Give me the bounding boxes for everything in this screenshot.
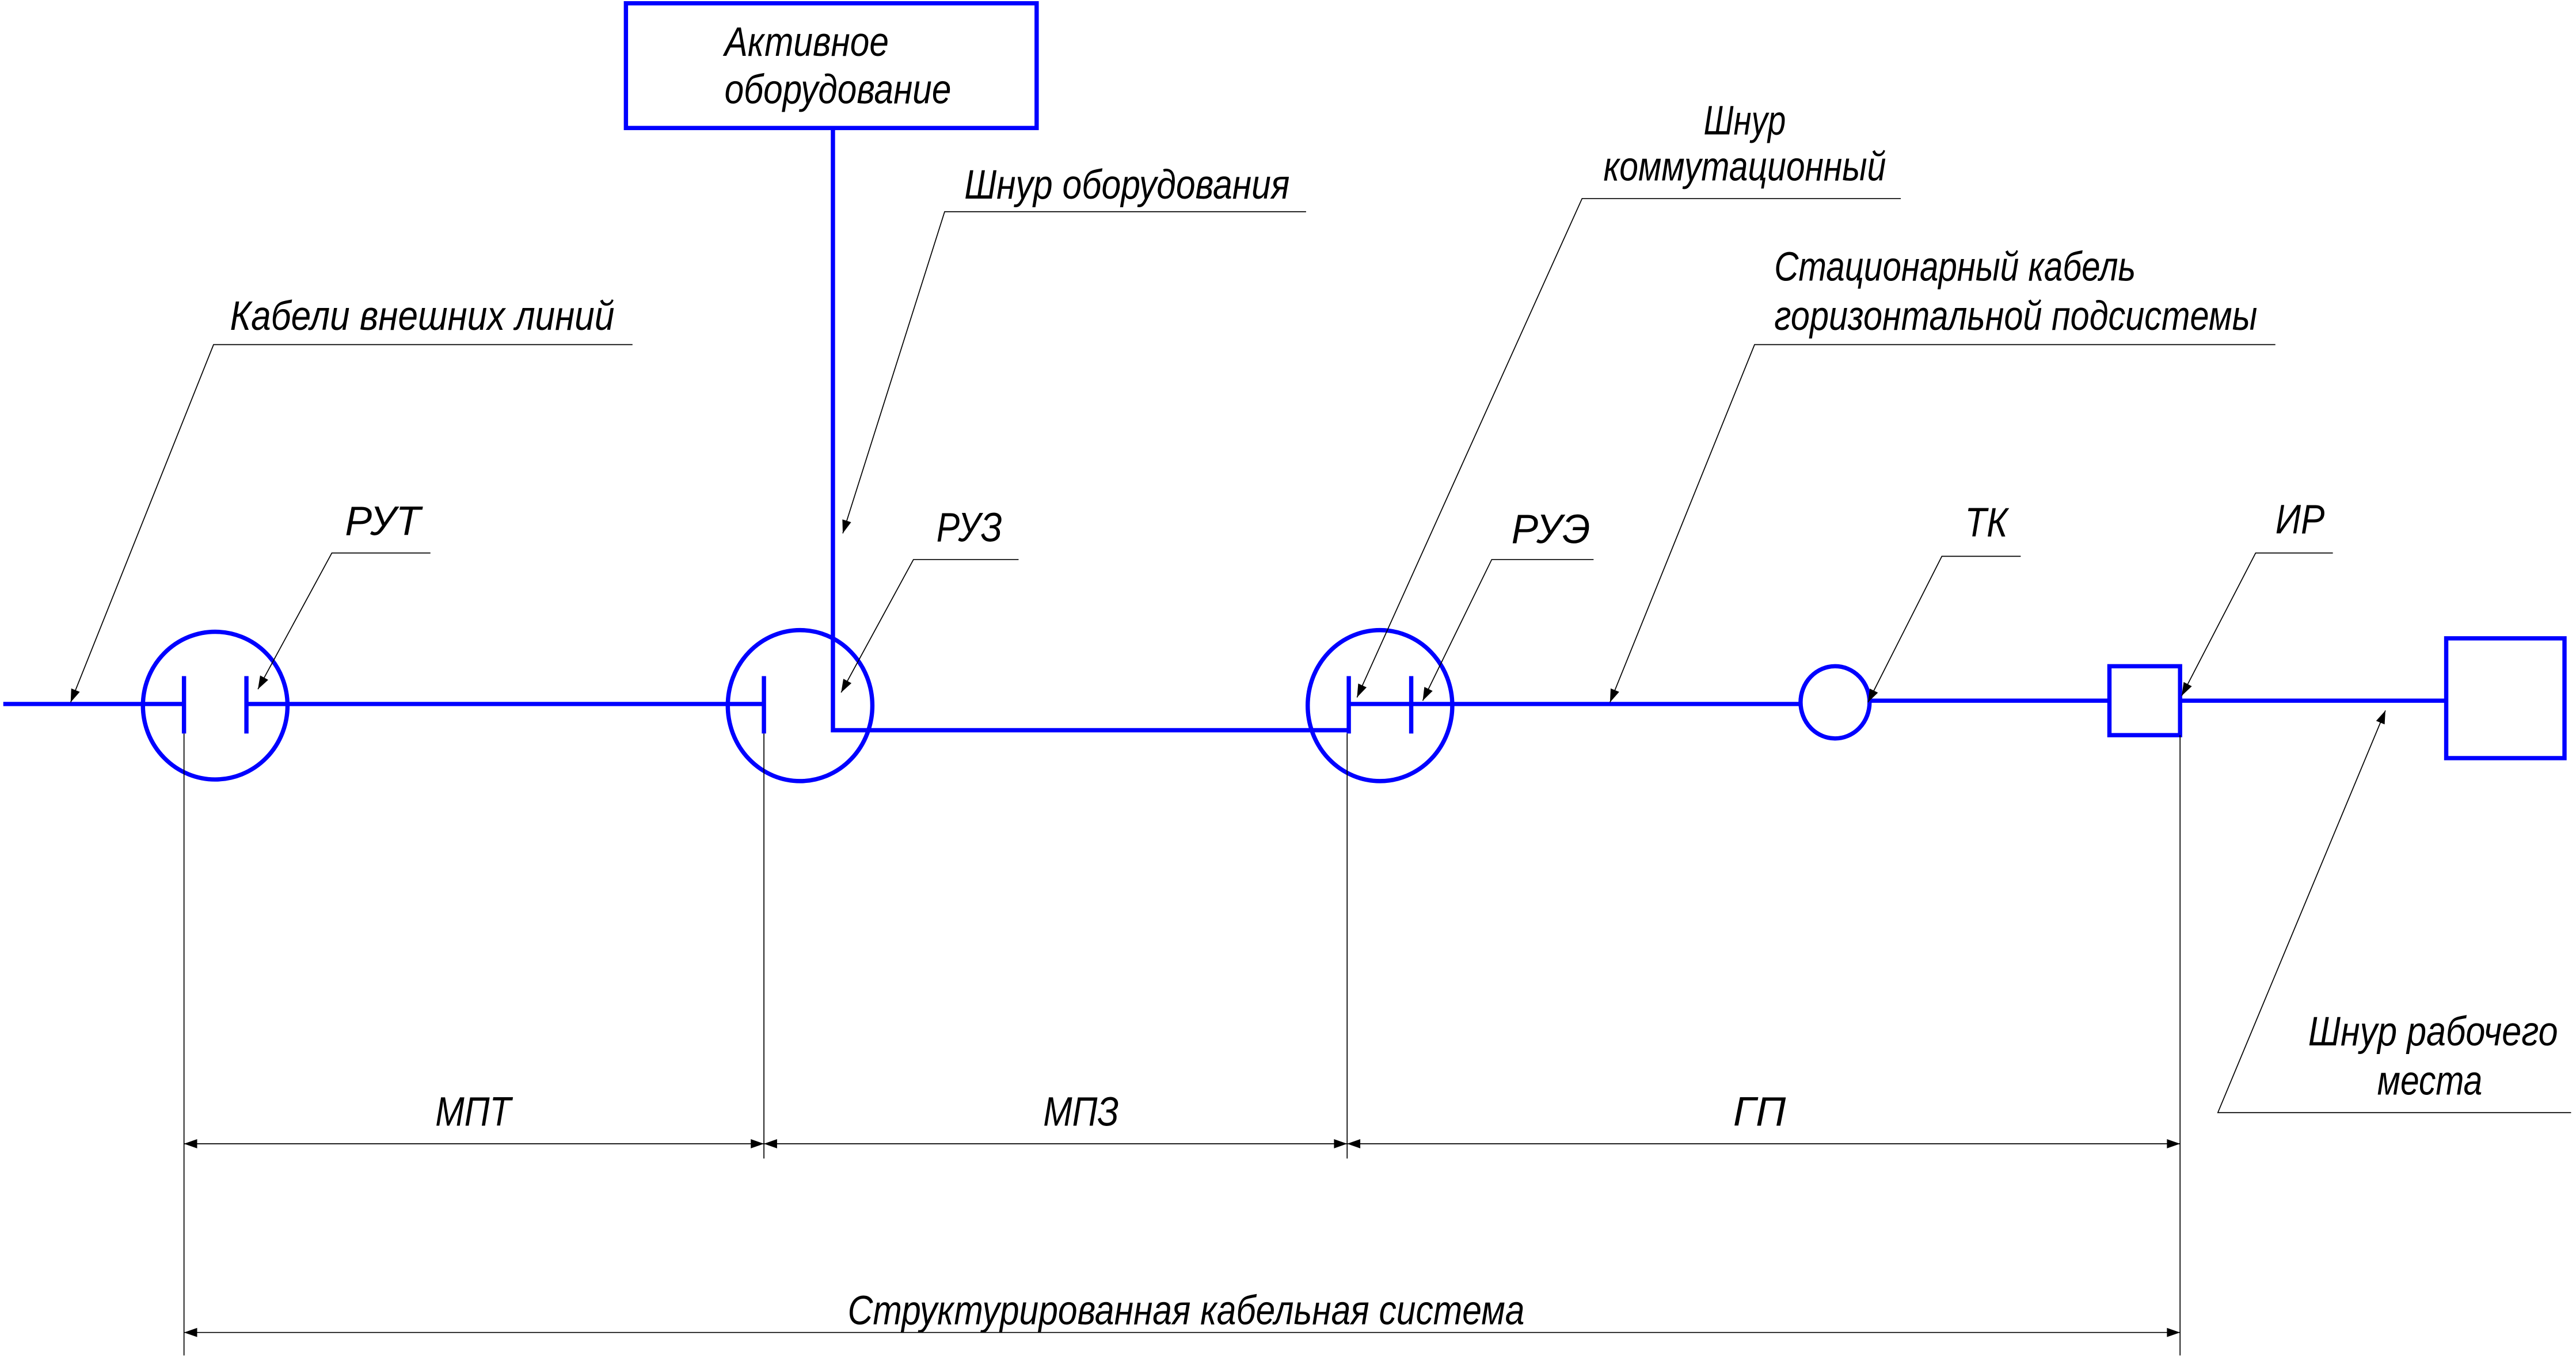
workstation-box — [2444, 636, 2567, 760]
active-equipment-label-line1: Активное — [722, 19, 889, 65]
horizontal-cable-label-line1: Стационарный кабель — [1774, 244, 2136, 290]
leader-external-cables: Кабели внешних линий — [70, 293, 633, 703]
ruz-node — [725, 627, 875, 783]
workplace-cord-label-line2: места — [2377, 1057, 2483, 1104]
leader-rue: РУЭ — [1422, 507, 1594, 701]
leader-workplace-cord: Шнур рабочего места — [2217, 710, 2571, 1113]
tk-label: ТК — [1965, 500, 2010, 546]
workplace-cord-label-line1: Шнур рабочего — [2308, 1009, 2558, 1055]
patch-cord-label-line1: Шнур — [1704, 98, 1786, 144]
active-equipment-label-line2: оборудование — [725, 67, 952, 113]
rut-label: РУТ — [345, 498, 423, 544]
equipment-cord-label: Шнур оборудования — [964, 162, 1289, 208]
leader-ir: ИР — [2181, 496, 2333, 697]
cable-lines — [3, 128, 2446, 733]
dimension-lines — [183, 733, 2181, 1356]
tk-node — [1798, 664, 1872, 741]
leader-tk: ТК — [1867, 500, 2021, 703]
leader-rut: РУТ — [257, 498, 431, 690]
dimension-gp-label: ГП — [1733, 1089, 1786, 1135]
patch-cord-label-line2: коммутационный — [1603, 144, 1886, 190]
rue-label: РУЭ — [1512, 507, 1591, 553]
dimension-scs-label: Структурированная кабельная система — [848, 1287, 1525, 1333]
dimension-mpt-label: МПТ — [435, 1089, 513, 1135]
rut-node — [140, 629, 290, 782]
active-equipment-box: Активное оборудование — [623, 1, 1039, 131]
leader-equipment-cord: Шнур оборудования — [842, 162, 1306, 534]
horizontal-cable-label-line2: горизонтальной подсистемы — [1774, 293, 2257, 339]
leader-ruz: РУЗ — [840, 505, 1019, 693]
ir-node — [2107, 664, 2182, 737]
leader-horizontal-cable: Стационарный кабель горизонтальной подси… — [1609, 244, 2276, 703]
ruz-label: РУЗ — [937, 505, 1002, 551]
ir-label: ИР — [2276, 496, 2325, 542]
dimension-mpz-label: МПЗ — [1043, 1089, 1118, 1135]
rue-node — [1306, 627, 1455, 783]
leader-patch-cord: Шнур коммутационный — [1356, 98, 1901, 698]
external-cables-label: Кабели внешних линий — [230, 293, 615, 339]
